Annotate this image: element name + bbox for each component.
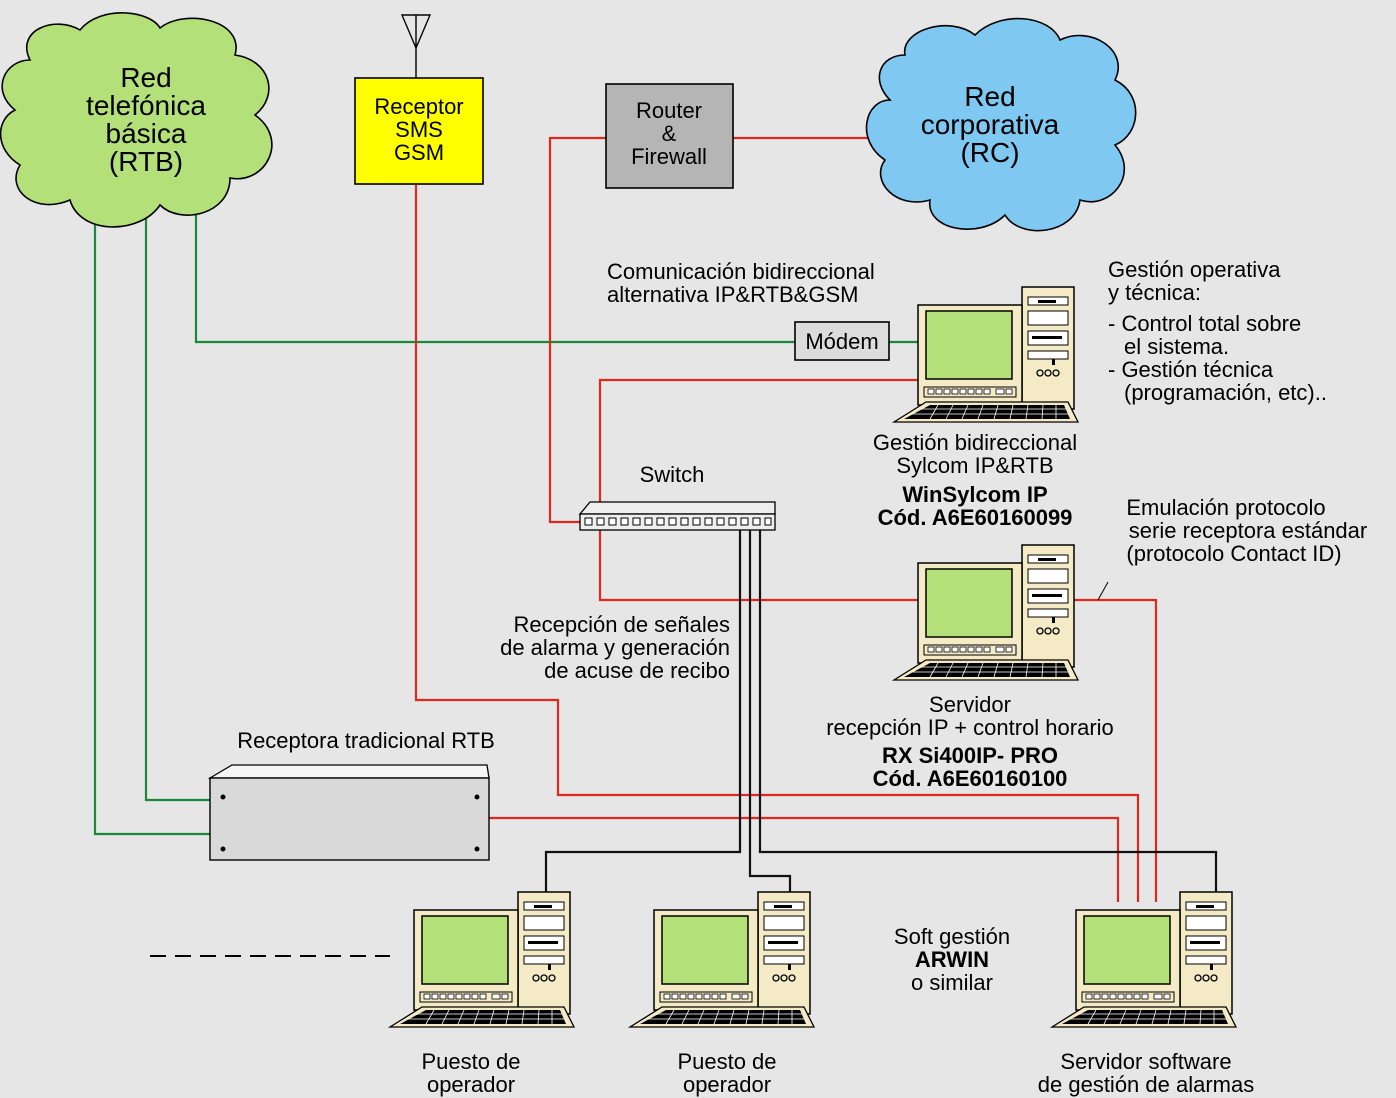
svg-text:(protocolo Contact ID): (protocolo Contact ID) bbox=[1126, 541, 1341, 566]
svg-text:Servidor: Servidor bbox=[929, 692, 1011, 717]
svg-text:Servidor software: Servidor software bbox=[1060, 1049, 1231, 1074]
modem-label: Módem bbox=[805, 329, 878, 354]
recepcion-label: Recepción de señales de alarma y generac… bbox=[500, 612, 730, 683]
svg-text:Puesto de: Puesto de bbox=[421, 1049, 520, 1074]
router-box: Router & Firewall bbox=[605, 83, 734, 189]
svg-text:RX Si400IP- PRO: RX Si400IP- PRO bbox=[882, 743, 1058, 768]
rtb-cloud-line-1: Red bbox=[120, 62, 171, 93]
svg-text:Puesto de: Puesto de bbox=[677, 1049, 776, 1074]
svg-text:Cód. A6E60160100: Cód. A6E60160100 bbox=[873, 766, 1068, 791]
rc-cloud-line-2: corporativa bbox=[921, 109, 1060, 140]
red-links bbox=[414, 136, 1158, 902]
router-line-3: Firewall bbox=[631, 144, 707, 169]
winsylcom-label: Gestión bidireccional Sylcom IP&RTB WinS… bbox=[873, 430, 1077, 530]
svg-text:recepción IP + control horario: recepción IP + control horario bbox=[826, 715, 1114, 740]
emulacion-label: Emulación protocolo serie receptora está… bbox=[1126, 495, 1367, 566]
svg-text:Recepción de señales: Recepción de señales bbox=[514, 612, 730, 637]
switch-device: Switch bbox=[578, 462, 776, 531]
green-links bbox=[93, 175, 918, 836]
svg-text:o similar: o similar bbox=[911, 970, 993, 995]
rtb-cloud: Red telefónica básica (RTB) bbox=[0, 12, 273, 228]
ethernet-links bbox=[544, 528, 1218, 892]
svg-text:de acuse de recibo: de acuse de recibo bbox=[544, 658, 730, 683]
svg-text:(programación, etc)..: (programación, etc).. bbox=[1124, 380, 1327, 405]
ip-server-computer-icon bbox=[893, 544, 1079, 681]
soft-label: Soft gestión ARWIN o similar bbox=[894, 924, 1010, 995]
svg-text:- Control total sobre: - Control total sobre bbox=[1108, 311, 1301, 336]
rc-cloud-line-3: (RC) bbox=[960, 137, 1019, 168]
sms-receiver-box: Receptor SMS GSM bbox=[354, 77, 484, 185]
svg-text:Cód. A6E60160099: Cód. A6E60160099 bbox=[878, 505, 1073, 530]
sms-line-1: Receptor bbox=[374, 94, 463, 119]
comm-alt-label: Comunicación bidireccional alternativa I… bbox=[607, 259, 875, 307]
alarm-server-computer-icon bbox=[1051, 891, 1237, 1028]
operator-1-label: Puesto de operador bbox=[421, 1049, 520, 1097]
rc-cloud-line-1: Red bbox=[964, 81, 1015, 112]
svg-text:Sylcom IP&RTB: Sylcom IP&RTB bbox=[896, 453, 1053, 478]
antenna-icon bbox=[400, 14, 432, 78]
winsylcom-computer-icon bbox=[893, 286, 1079, 423]
gestion-operativa-label: Gestión operativa y técnica: - Control t… bbox=[1108, 257, 1327, 405]
sms-line-3: GSM bbox=[394, 140, 444, 165]
modem-box: Módem bbox=[794, 321, 890, 361]
alarm-server-label: Servidor software de gestión de alarmas bbox=[1038, 1049, 1254, 1097]
svg-text:Comunicación bidireccional: Comunicación bidireccional bbox=[607, 259, 875, 284]
router-line-1: Router bbox=[636, 98, 702, 123]
svg-text:el sistema.: el sistema. bbox=[1124, 334, 1229, 359]
svg-text:operador: operador bbox=[427, 1072, 515, 1097]
rtb-cloud-line-3: básica bbox=[106, 118, 187, 149]
rtb-cloud-line-4: (RTB) bbox=[109, 146, 183, 177]
rc-cloud: Red corporativa (RC) bbox=[865, 17, 1137, 232]
svg-text:alternativa IP&RTB&GSM: alternativa IP&RTB&GSM bbox=[607, 282, 858, 307]
ip-server-label: Servidor recepción IP + control horario … bbox=[826, 692, 1114, 791]
svg-text:y técnica:: y técnica: bbox=[1108, 280, 1201, 305]
svg-text:de alarma y generación: de alarma y generación bbox=[500, 635, 730, 660]
operator-1-computer-icon bbox=[389, 891, 575, 1028]
svg-text:Emulación protocolo: Emulación protocolo bbox=[1126, 495, 1325, 520]
svg-text:WinSylcom IP: WinSylcom IP bbox=[902, 482, 1047, 507]
operator-2-computer-icon bbox=[629, 891, 815, 1028]
rtb-receiver-box: Receptora tradicional RTB bbox=[207, 728, 495, 861]
svg-text:ARWIN: ARWIN bbox=[915, 947, 989, 972]
rtb-receiver-label: Receptora tradicional RTB bbox=[237, 728, 495, 753]
svg-text:Soft gestión: Soft gestión bbox=[894, 924, 1010, 949]
svg-text:Gestión bidireccional: Gestión bidireccional bbox=[873, 430, 1077, 455]
sms-line-2: SMS bbox=[395, 117, 443, 142]
svg-text:operador: operador bbox=[683, 1072, 771, 1097]
svg-text:Gestión operativa: Gestión operativa bbox=[1108, 257, 1281, 282]
svg-text:de gestión de alarmas: de gestión de alarmas bbox=[1038, 1072, 1254, 1097]
operator-2-label: Puesto de operador bbox=[677, 1049, 776, 1097]
router-line-2: & bbox=[662, 121, 677, 146]
svg-text:- Gestión técnica: - Gestión técnica bbox=[1108, 357, 1274, 382]
svg-text:serie receptora estándar: serie receptora estándar bbox=[1129, 518, 1367, 543]
rtb-cloud-line-2: telefónica bbox=[86, 90, 206, 121]
switch-label: Switch bbox=[640, 462, 705, 487]
